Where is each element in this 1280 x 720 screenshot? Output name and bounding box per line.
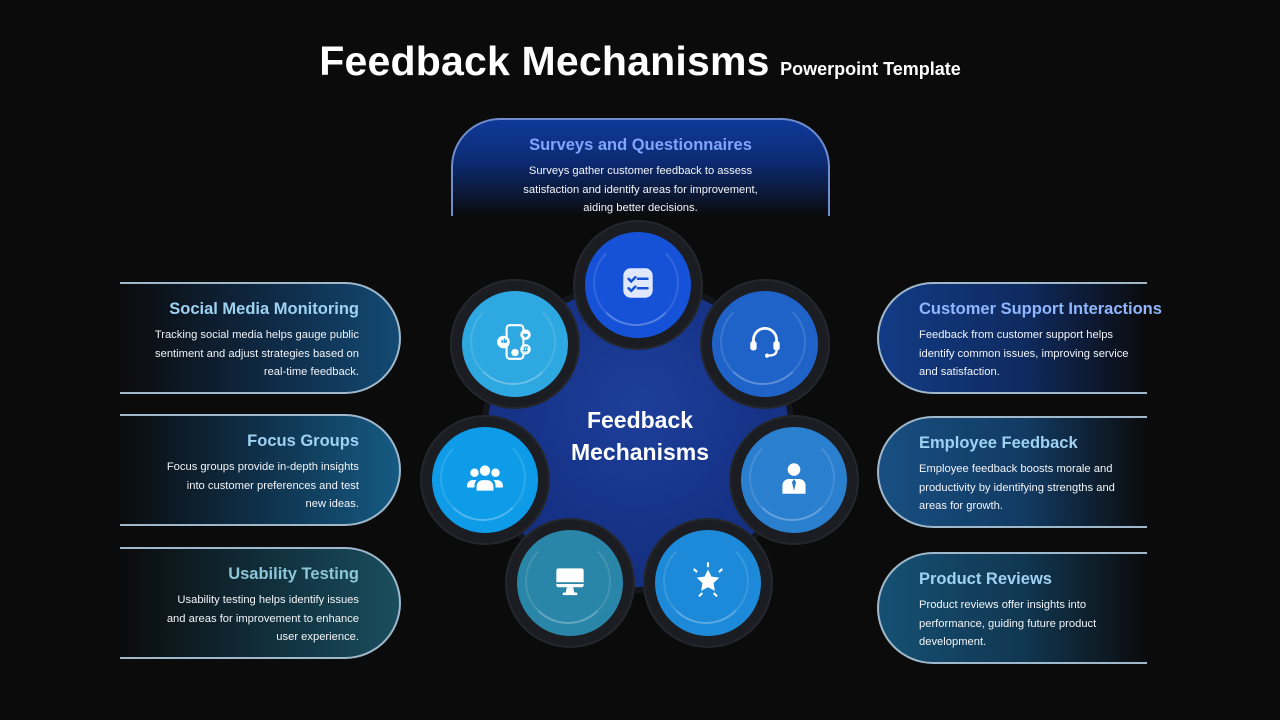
node-employee <box>741 427 847 533</box>
card-product-reviews: Product Reviews Product reviews offer in… <box>877 552 1147 664</box>
card-usability-title: Usability Testing <box>228 565 359 583</box>
slide-title: Feedback Mechanisms Powerpoint Template <box>0 38 1280 85</box>
card-customer-support: Customer Support Interactions Feedback f… <box>877 282 1162 394</box>
checklist-icon <box>617 262 659 309</box>
card-social-text: Tracking social media helps gauge public… <box>154 329 359 378</box>
center-label-line2: Mechanisms <box>570 439 710 465</box>
node-usability <box>517 530 623 636</box>
node-surveys <box>585 232 691 338</box>
card-focus-groups: Focus Groups Focus groups provide in-dep… <box>120 414 401 526</box>
card-support-title: Customer Support Interactions <box>919 300 1162 318</box>
card-focus-title: Focus Groups <box>247 432 359 450</box>
card-social-title: Social Media Monitoring <box>169 300 359 318</box>
node-support <box>712 291 818 397</box>
employee-icon <box>773 457 815 504</box>
headset-icon <box>744 321 786 368</box>
card-social-media: Social Media Monitoring Tracking social … <box>120 282 401 394</box>
social-phone-icon: # <box>494 321 536 368</box>
card-reviews-title: Product Reviews <box>919 570 1052 588</box>
node-social-ring: # <box>452 281 578 407</box>
card-surveys-title: Surveys and Questionnaires <box>529 136 752 154</box>
card-surveys-text: Surveys gather customer feedback to asse… <box>523 165 758 214</box>
node-support-ring <box>702 281 828 407</box>
card-support-text: Feedback from customer support helps ide… <box>919 329 1129 378</box>
center-label: Feedback Mechanisms <box>540 404 740 468</box>
node-surveys-ring <box>575 222 701 348</box>
node-focus-ring <box>422 417 548 543</box>
center-label-line1: Feedback <box>586 407 694 433</box>
node-employee-ring <box>731 417 857 543</box>
svg-text:#: # <box>522 344 529 354</box>
group-icon <box>464 457 506 504</box>
card-employee-title: Employee Feedback <box>919 434 1078 452</box>
node-social: # <box>462 291 568 397</box>
title-main: Feedback Mechanisms <box>319 38 770 84</box>
card-usability-text: Usability testing helps identify issues … <box>166 594 359 643</box>
card-employee-feedback: Employee Feedback Employee feedback boos… <box>877 416 1147 528</box>
node-reviews <box>655 530 761 636</box>
node-focus <box>432 427 538 533</box>
star-icon <box>687 560 729 607</box>
monitor-icon <box>549 560 591 607</box>
title-subtitle: Powerpoint Template <box>780 59 961 79</box>
card-focus-text: Focus groups provide in-depth insights i… <box>166 461 359 510</box>
card-reviews-text: Product reviews offer insights into perf… <box>919 599 1097 648</box>
card-surveys: Surveys and Questionnaires Surveys gathe… <box>451 118 830 216</box>
card-usability-testing: Usability Testing Usability testing help… <box>120 547 401 659</box>
node-usability-ring <box>507 520 633 646</box>
card-employee-text: Employee feedback boosts morale and prod… <box>919 463 1115 512</box>
node-reviews-ring <box>645 520 771 646</box>
